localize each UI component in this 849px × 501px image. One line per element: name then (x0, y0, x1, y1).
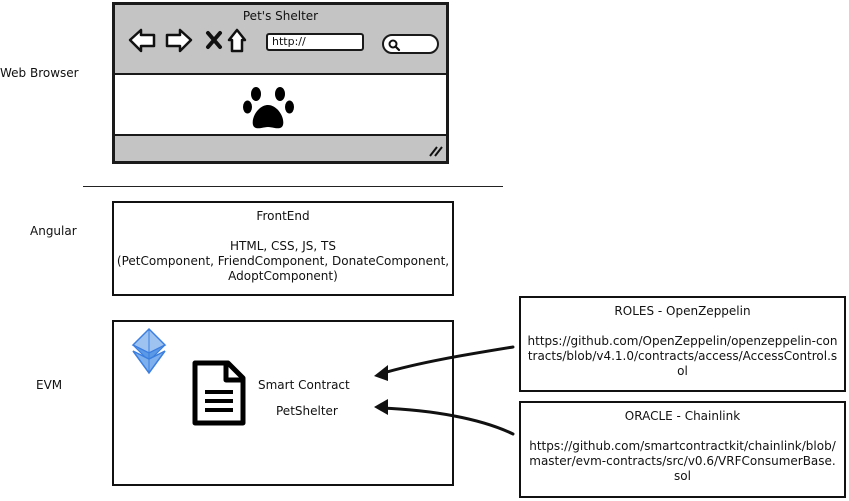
url-input[interactable]: http:// (266, 33, 364, 51)
oracle-title: ORACLE - Chainlink (624, 409, 741, 423)
layer-divider (83, 186, 503, 187)
row-label-web-browser: Web Browser (0, 66, 79, 80)
search-icon (388, 39, 401, 52)
browser-statusbar (115, 134, 446, 161)
back-arrow-icon[interactable] (128, 28, 156, 53)
frontend-tech: HTML, CSS, JS, TS (230, 239, 336, 253)
resize-handle-icon[interactable] (427, 144, 443, 158)
roles-url[interactable]: https://github.com/OpenZeppelin/openzepp… (527, 334, 838, 378)
ethereum-icon (131, 327, 167, 375)
oracle-arrow (374, 399, 515, 436)
frontend-components-cont: AdoptComponent) (228, 269, 338, 283)
row-label-angular: Angular (30, 224, 77, 238)
frontend-title: FrontEnd (256, 209, 310, 223)
document-icon (192, 360, 246, 426)
frontend-box: FrontEnd HTML, CSS, JS, TS (PetComponent… (112, 201, 454, 296)
browser-title: Pet's Shelter (242, 9, 319, 23)
browser-toolbar: Pet's Shelter http:// (115, 5, 446, 75)
evm-box (112, 320, 454, 486)
browser-mockup: Pet's Shelter http:// (112, 2, 449, 164)
close-x-icon[interactable] (206, 31, 222, 49)
smart-contract-name: PetShelter (276, 404, 338, 418)
browser-nav-icons (128, 28, 247, 53)
roles-arrow (374, 345, 515, 381)
frontend-components: (PetComponent, FriendComponent, DonateCo… (116, 254, 450, 268)
roles-title: ROLES - OpenZeppelin (614, 304, 751, 318)
connector-arrows (374, 345, 515, 436)
home-icon[interactable] (227, 28, 247, 53)
oracle-box: ORACLE - Chainlink https://github.com/sm… (519, 401, 846, 498)
roles-box: ROLES - OpenZeppelin https://github.com/… (519, 296, 846, 392)
smart-contract-label: Smart Contract (258, 378, 350, 392)
forward-arrow-icon[interactable] (165, 28, 193, 53)
row-label-evm: EVM (36, 378, 63, 392)
search-input[interactable] (382, 34, 439, 54)
paw-icon (243, 87, 294, 129)
oracle-url[interactable]: https://github.com/smartcontractkit/chai… (529, 439, 836, 483)
